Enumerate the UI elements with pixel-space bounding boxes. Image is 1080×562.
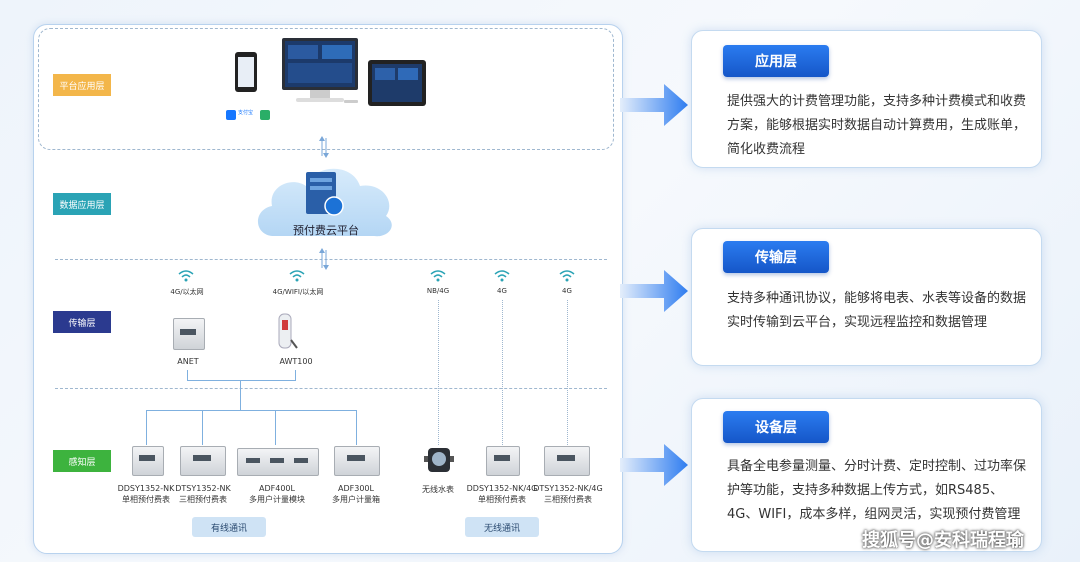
gateway-label: AWT100 (279, 357, 313, 366)
payment-app-icons (226, 110, 270, 120)
wifi-icon (494, 270, 510, 282)
wireless-comm-label: 无线通讯 (465, 517, 539, 537)
wire (187, 380, 296, 381)
meter-adf400l-icon (237, 448, 319, 476)
device-layer-text: 具备全电参量测量、分时计费、定时控制、过功率保护等功能，支持多种数据上传方式，如… (727, 459, 1027, 522)
wire (146, 410, 147, 445)
transport-layer-text: 支持多种通讯协议，能够将电表、水表等设备的数据实时传输到云平台，实现远程监控和数… (727, 291, 1027, 330)
wire (240, 380, 241, 410)
wire (187, 370, 188, 380)
wire (202, 410, 203, 445)
platform-devices-icon (235, 38, 426, 106)
transport-label: 4G/以太网 (170, 288, 204, 296)
meter-dtsy-4g-icon (544, 446, 590, 476)
wire (356, 410, 357, 445)
wifi-icon (178, 270, 194, 282)
wifi-icon (559, 270, 575, 282)
watermark: 搜狐号@安科瑞程瑜 (862, 530, 1024, 551)
alipay-label: 支付宝 (238, 110, 254, 116)
water-meter-icon (424, 448, 454, 472)
architecture-panel (33, 24, 623, 554)
wifi-icon (430, 270, 446, 282)
transport-label: 4G/WIFI/以太网 (272, 288, 324, 296)
gateway-label: ANET (177, 357, 199, 366)
signal-line (502, 300, 503, 445)
anet-gateway-icon (173, 318, 205, 350)
arrow-right-icon (620, 444, 688, 486)
device-label: 无线水表 (422, 485, 454, 494)
arrow-right-icon (620, 270, 688, 312)
application-layer-text: 提供强大的计费管理功能，支持多种计费模式和收费方案，能够根据实时数据自动计算费用… (727, 94, 1027, 157)
meter-ddsy-4g-icon (486, 446, 520, 476)
divider-line (55, 388, 607, 389)
wire (275, 410, 276, 445)
wifi-icon (289, 270, 305, 282)
application-layer-badge: 应用层 (723, 45, 829, 77)
arrow-right-icon (620, 84, 688, 126)
meter-ddsy-icon (132, 446, 164, 476)
transport-layer-badge: 传输层 (723, 241, 829, 273)
signal-line (567, 300, 568, 445)
wired-comm-label: 有线通讯 (192, 517, 266, 537)
updown-arrow-icon (319, 136, 329, 158)
cloud-label: 预付费云平台 (293, 224, 359, 237)
tag-platform: 平台应用层 (53, 74, 111, 96)
meter-adf300l-icon (334, 446, 380, 476)
updown-arrow-icon (319, 248, 329, 270)
tag-transport: 传输层 (53, 311, 111, 333)
wire (295, 370, 296, 380)
device-layer-badge: 设备层 (723, 411, 829, 443)
meter-dtsy-icon (180, 446, 226, 476)
tag-data: 数据应用层 (53, 193, 111, 215)
awt100-gateway-icon (278, 313, 298, 349)
transport-label: NB/4G (426, 287, 450, 295)
transport-label: 4G (562, 287, 572, 295)
transport-label: 4G (497, 287, 507, 295)
tag-sense: 感知层 (53, 450, 111, 472)
wire (146, 410, 356, 411)
signal-line (438, 300, 439, 445)
cloud-icon (257, 168, 392, 237)
divider-line (55, 259, 607, 260)
